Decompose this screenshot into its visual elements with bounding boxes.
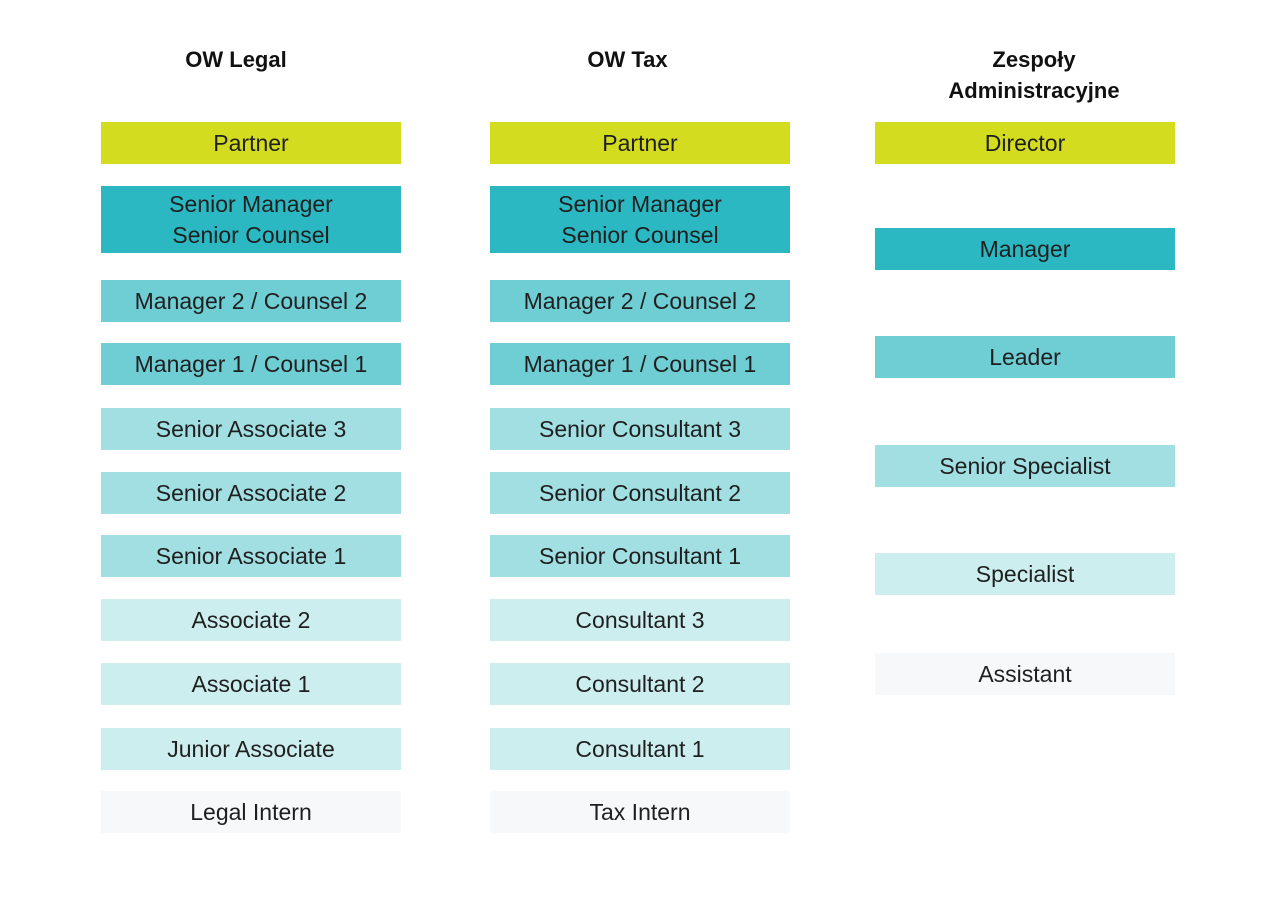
tax-level-consultant-2: Consultant 2 bbox=[490, 663, 790, 705]
tax-level-manager-1: Manager 1 / Counsel 1 bbox=[490, 343, 790, 385]
admin-level-assistant: Assistant bbox=[875, 653, 1175, 695]
tax-level-senior-consultant-2: Senior Consultant 2 bbox=[490, 472, 790, 514]
admin-level-senior-specialist: Senior Specialist bbox=[875, 445, 1175, 487]
tax-level-tax-intern: Tax Intern bbox=[490, 791, 790, 833]
legal-level-partner: Partner bbox=[101, 122, 401, 164]
legal-level-associate-2: Associate 2 bbox=[101, 599, 401, 641]
admin-level-director: Director bbox=[875, 122, 1175, 164]
tax-level-manager-2: Manager 2 / Counsel 2 bbox=[490, 280, 790, 322]
legal-level-legal-intern: Legal Intern bbox=[101, 791, 401, 833]
admin-level-manager: Manager bbox=[875, 228, 1175, 270]
legal-level-junior-associate: Junior Associate bbox=[101, 728, 401, 770]
column-title-ow-legal: OW Legal bbox=[185, 47, 287, 72]
column-title-ow-tax: OW Tax bbox=[587, 47, 668, 72]
tax-level-senior-manager: Senior Manager Senior Counsel bbox=[490, 186, 790, 253]
admin-level-specialist: Specialist bbox=[875, 553, 1175, 595]
legal-level-manager-1: Manager 1 / Counsel 1 bbox=[101, 343, 401, 385]
tax-level-consultant-3: Consultant 3 bbox=[490, 599, 790, 641]
tax-level-partner: Partner bbox=[490, 122, 790, 164]
legal-level-senior-associate-1: Senior Associate 1 bbox=[101, 535, 401, 577]
tax-level-senior-consultant-1: Senior Consultant 1 bbox=[490, 535, 790, 577]
tax-level-consultant-1: Consultant 1 bbox=[490, 728, 790, 770]
legal-level-associate-1: Associate 1 bbox=[101, 663, 401, 705]
admin-level-leader: Leader bbox=[875, 336, 1175, 378]
legal-level-senior-associate-3: Senior Associate 3 bbox=[101, 408, 401, 450]
legal-level-senior-associate-2: Senior Associate 2 bbox=[101, 472, 401, 514]
tax-level-senior-consultant-3: Senior Consultant 3 bbox=[490, 408, 790, 450]
legal-level-senior-manager: Senior Manager Senior Counsel bbox=[101, 186, 401, 253]
legal-level-manager-2: Manager 2 / Counsel 2 bbox=[101, 280, 401, 322]
column-title-admin-teams: Zespoły Administracyjne bbox=[948, 47, 1120, 103]
